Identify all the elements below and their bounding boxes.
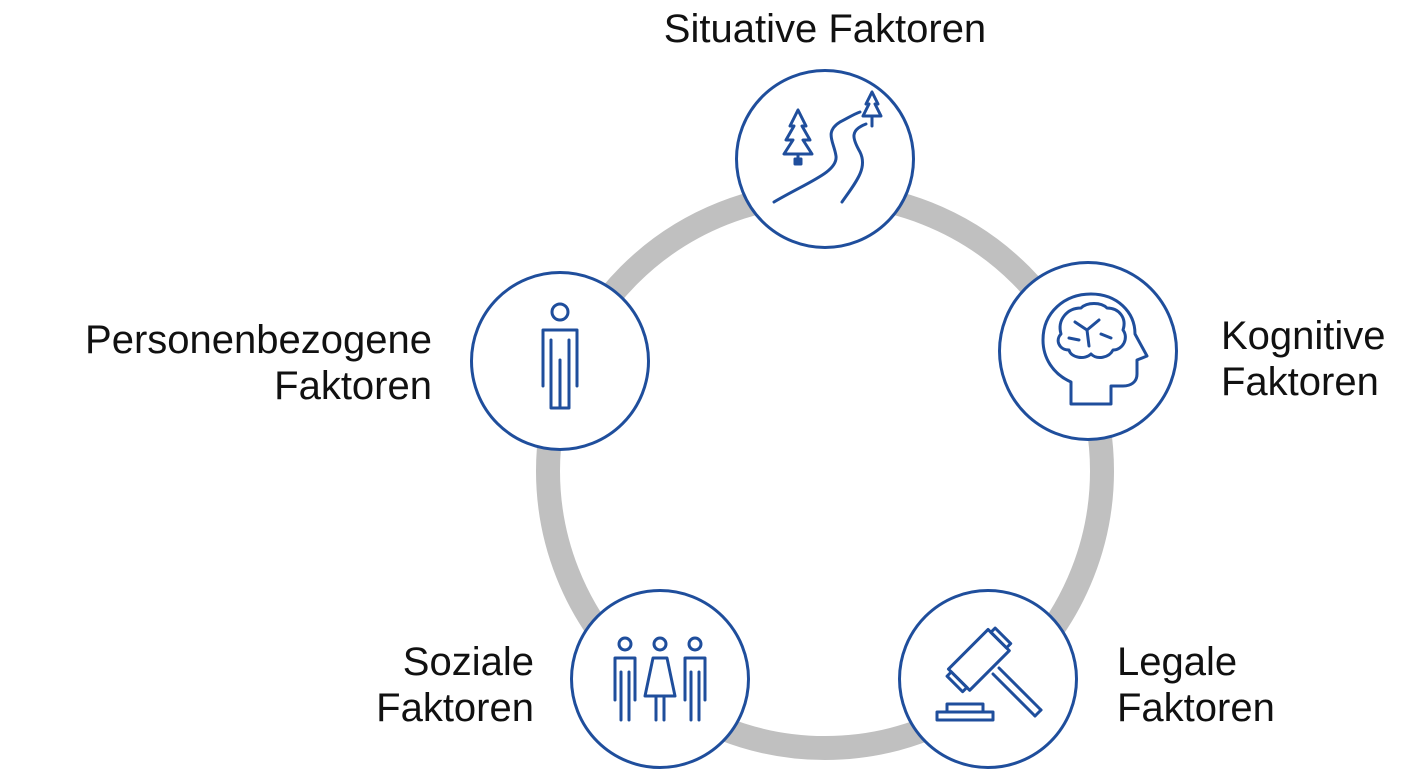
label-legale-line-2: Faktoren xyxy=(1117,686,1275,730)
label-personenbezogene: Personenbezogene Faktoren xyxy=(10,317,432,409)
brain-head-icon xyxy=(1041,292,1149,406)
label-situative-line-1: Situative Faktoren xyxy=(663,7,987,51)
node-legale xyxy=(898,589,1078,769)
road-trees-icon xyxy=(772,90,883,204)
label-personenbezogene-line-2: Faktoren xyxy=(274,364,432,408)
node-soziale xyxy=(570,589,750,769)
people-group-icon xyxy=(613,636,707,722)
gavel-icon xyxy=(935,626,1043,722)
label-situative: Situative Faktoren xyxy=(625,6,1025,52)
label-soziale-line-2: Faktoren xyxy=(376,686,534,730)
label-legale: Legale Faktoren xyxy=(1117,639,1275,731)
label-kognitive-line-1: Kognitive xyxy=(1221,314,1386,358)
label-personenbezogene-line-1: Personenbezogene xyxy=(85,318,432,362)
node-kognitive xyxy=(998,261,1178,441)
label-soziale-line-1: Soziale xyxy=(402,640,534,684)
label-soziale: Soziale Faktoren xyxy=(300,639,534,731)
person-icon xyxy=(541,302,579,410)
label-legale-line-1: Legale xyxy=(1117,640,1238,684)
node-situative xyxy=(735,69,915,249)
label-kognitive: Kognitive Faktoren xyxy=(1221,313,1386,405)
label-kognitive-line-2: Faktoren xyxy=(1221,360,1379,404)
node-personenbezogene xyxy=(470,271,650,451)
